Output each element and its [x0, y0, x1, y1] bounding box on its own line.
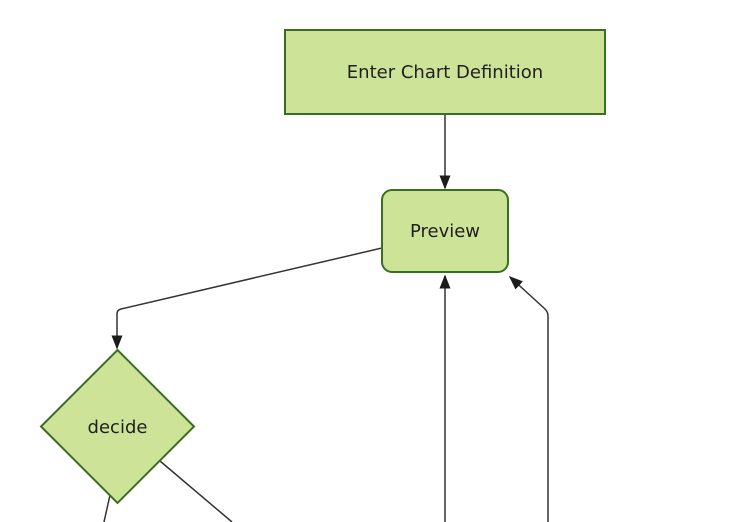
node-preview-shape — [381, 189, 509, 273]
edge-decide-to-offscreen-bottom — [103, 494, 111, 522]
edge-preview-to-decide — [111, 247, 383, 350]
node-enter-chart-definition-shape — [284, 29, 606, 115]
edge-decide-to-offscreen-bottom-right — [159, 460, 233, 522]
node-decide-shape — [39, 348, 196, 505]
edge-offscreen-to-preview-right — [508, 275, 549, 522]
